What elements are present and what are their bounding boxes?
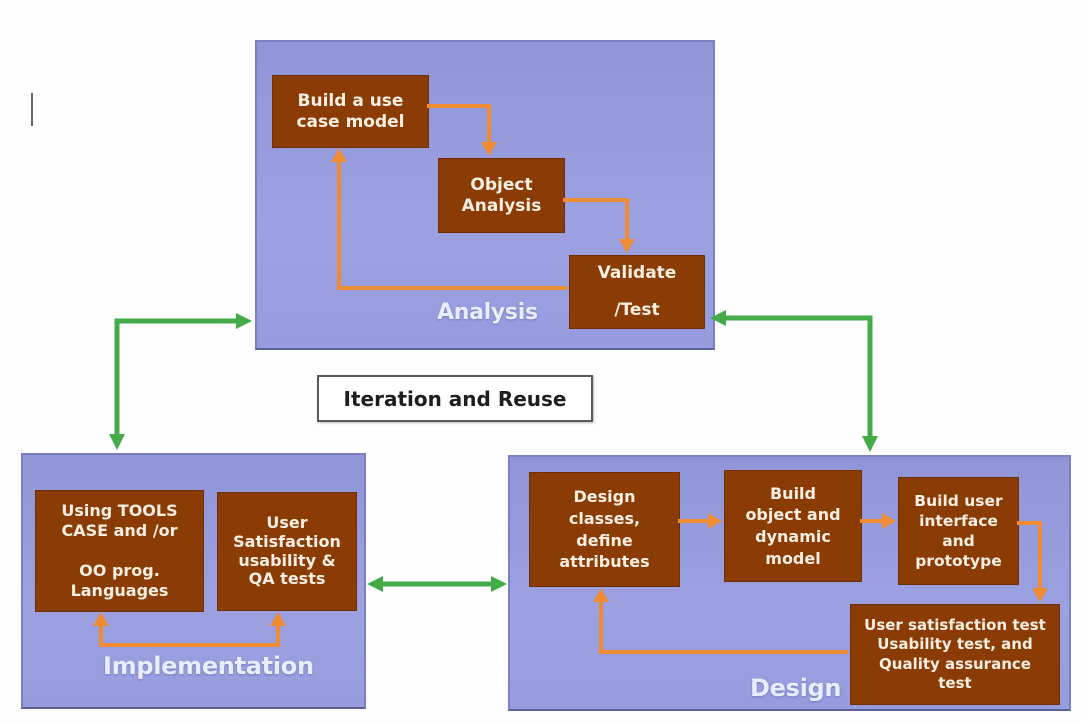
box-user-satisfaction-test: User satisfaction test Usability test, a… bbox=[850, 604, 1060, 705]
implementation-panel-label: Implementation bbox=[103, 652, 314, 680]
connector-analysis-implementation-icon bbox=[109, 313, 252, 450]
connector-implementation-design-icon bbox=[367, 576, 507, 592]
iteration-and-reuse-box: Iteration and Reuse bbox=[317, 375, 593, 422]
design-panel-label: Design bbox=[750, 674, 842, 702]
box-build-user-interface: Build user interface and prototype bbox=[898, 477, 1019, 585]
box-using-tools-case: Using TOOLS CASE and /or OO prog. Langua… bbox=[35, 490, 204, 612]
box-build-use-case-model: Build a use case model bbox=[272, 75, 429, 148]
analysis-panel-label: Analysis bbox=[437, 300, 538, 325]
connector-analysis-design-icon bbox=[710, 310, 878, 452]
design-panel: Design classes, define attributes Build … bbox=[508, 455, 1071, 711]
text-cursor bbox=[31, 93, 33, 126]
box-build-object-dynamic-model: Build object and dynamic model bbox=[724, 470, 862, 582]
box-user-satisfaction-qa: User Satisfaction usability & QA tests bbox=[217, 492, 357, 611]
implementation-panel: Using TOOLS CASE and /or OO prog. Langua… bbox=[21, 453, 366, 709]
box-validate-test: Validate /Test bbox=[569, 255, 705, 329]
analysis-panel: Build a use case model Object Analysis V… bbox=[255, 40, 715, 350]
box-design-classes: Design classes, define attributes bbox=[529, 472, 680, 587]
box-object-analysis: Object Analysis bbox=[438, 158, 565, 233]
